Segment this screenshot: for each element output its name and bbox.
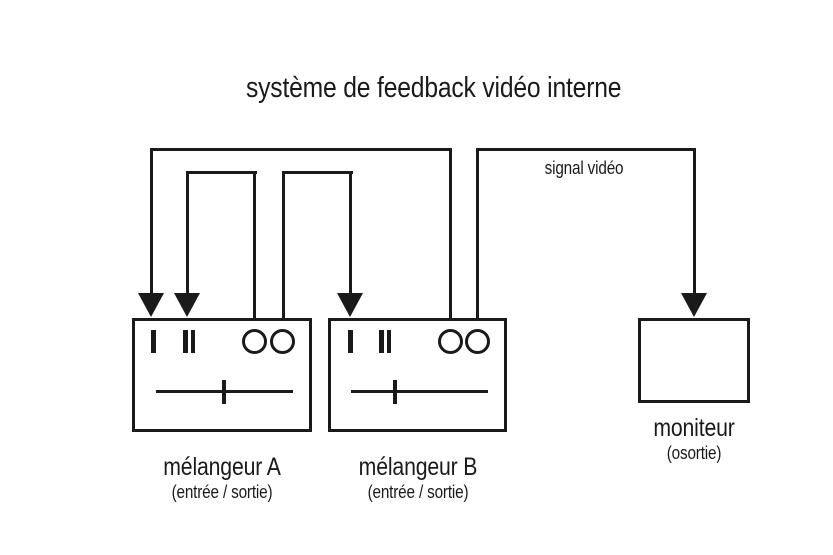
mixer-b-input-i-mark	[348, 330, 353, 353]
mixer-b-fader-line	[351, 390, 488, 393]
monitor-box	[638, 318, 750, 403]
mixer-a-sublabel: (entrée / sortie)	[171, 482, 273, 502]
wire4-horizontal	[281, 171, 353, 174]
monitor-label: moniteur	[653, 414, 735, 442]
mixer-b-label: mélangeur B	[358, 453, 478, 481]
mixer-a-output-1-connector	[242, 329, 267, 354]
wire1-horizontal	[150, 148, 452, 151]
wire2-vertical-left	[476, 148, 479, 318]
arrowhead-down-icon	[138, 293, 164, 317]
wire2-horizontal	[476, 148, 696, 151]
mixer-a-fader-tick	[222, 380, 226, 404]
mixer-b-input-ii-bar	[386, 330, 391, 353]
mixer-b-sublabel: (entrée / sortie)	[367, 482, 469, 502]
diagram-title: système de feedback vidéo interne	[246, 72, 622, 104]
arrowhead-down-icon	[680, 293, 707, 317]
mixer-b-input-ii-bar	[379, 330, 384, 353]
mixer-a-label: mélangeur A	[163, 453, 281, 481]
mixer-b-output-1-connector	[437, 329, 463, 354]
wire3-horizontal	[185, 171, 257, 174]
arrowhead-down-icon	[173, 293, 200, 317]
wire4-vertical-left	[281, 171, 285, 318]
monitor-sublabel: (osortie)	[666, 443, 722, 463]
mixer-b-output-2-connector	[465, 329, 490, 354]
wire3-vertical-left	[185, 171, 189, 294]
wire1-vertical-left	[150, 148, 153, 294]
wire4-vertical-right	[349, 171, 352, 294]
signal-video-label: signal vidéo	[544, 158, 624, 178]
arrowhead-down-icon	[337, 293, 363, 317]
mixer-a-input-ii-bar	[183, 330, 188, 353]
wire2-vertical-right	[692, 148, 696, 294]
mixer-a-input-ii-bar	[190, 330, 195, 353]
mixer-a-output-2-connector	[270, 329, 295, 354]
mixer-b-fader-tick	[393, 380, 397, 404]
wire1-vertical-right	[449, 148, 452, 318]
mixer-a-input-i-mark	[151, 330, 156, 353]
wire3-vertical-right	[253, 171, 256, 318]
